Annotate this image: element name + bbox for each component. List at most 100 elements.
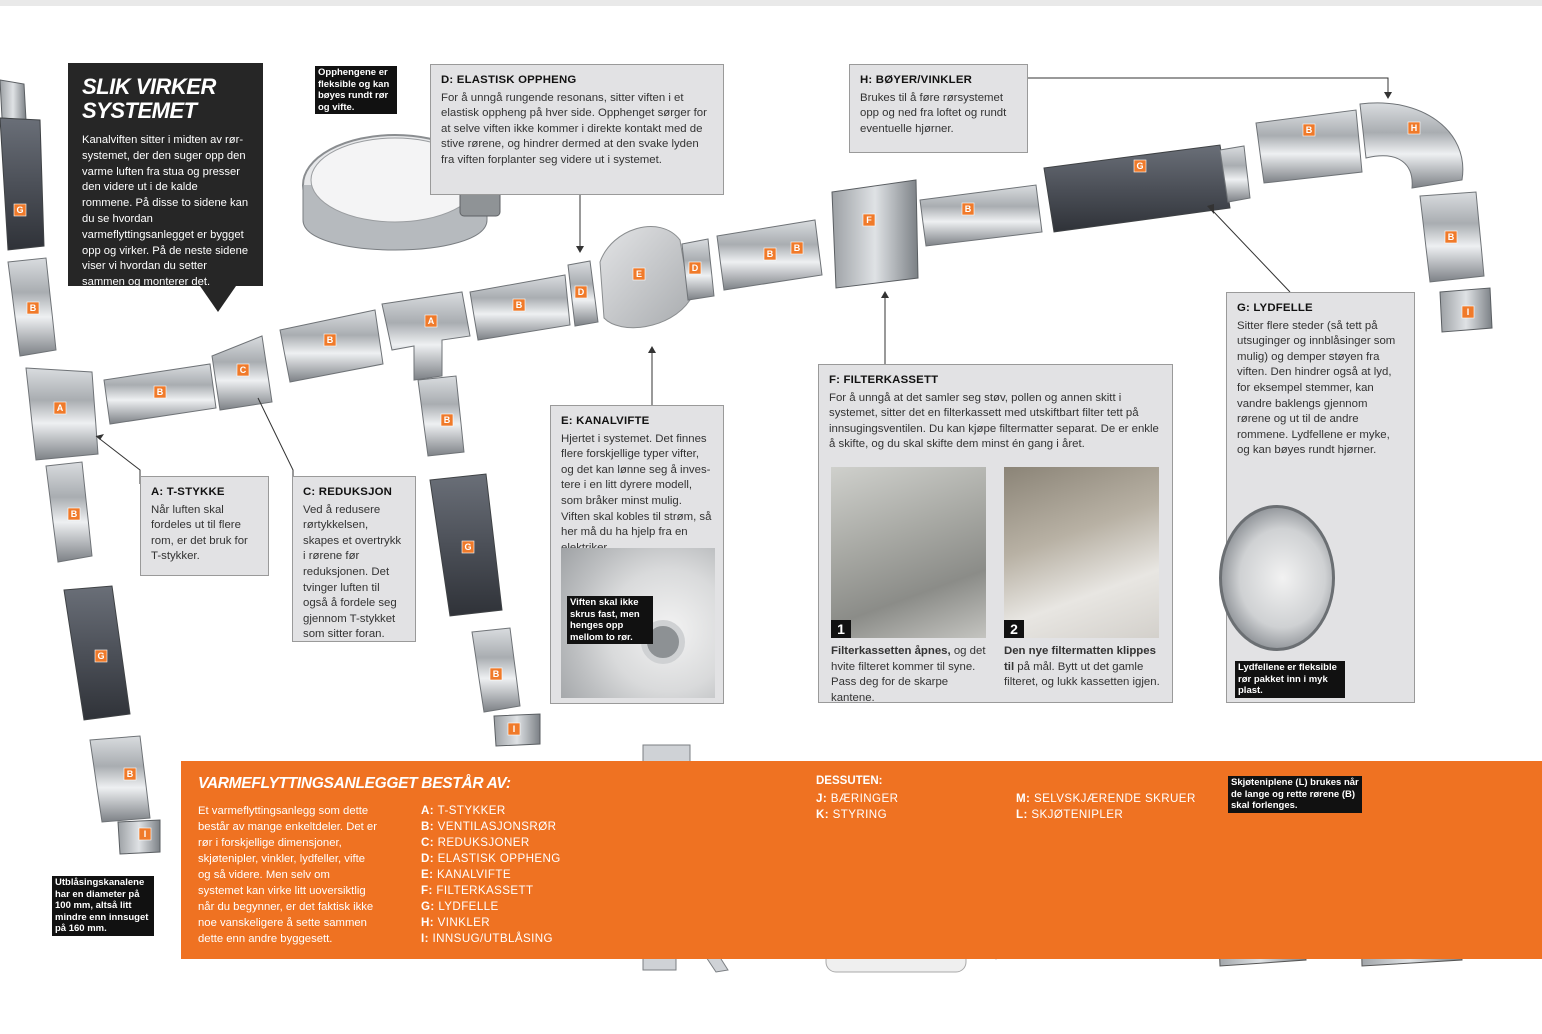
filter-caption-2: Den nye filtermatten klippes til på mål.… bbox=[1004, 644, 1164, 691]
svg-text:B: B bbox=[965, 204, 972, 214]
legend-key: C: bbox=[421, 836, 438, 849]
callout-e-title: E: KANALVIFTE bbox=[561, 415, 650, 427]
svg-text:B: B bbox=[157, 387, 164, 397]
filter-caption-2-bold: Den nye filtermatten klippes til bbox=[1004, 645, 1156, 673]
filter-photo-1-number: 1 bbox=[831, 620, 851, 638]
main-duct-run bbox=[103, 102, 1493, 425]
part-label-d: D bbox=[574, 285, 588, 299]
part-label-g: G bbox=[1133, 159, 1147, 173]
svg-text:I: I bbox=[144, 829, 147, 839]
legend-key: I: bbox=[421, 932, 433, 945]
callout-c: C: REDUKSJON Ved å redusere rørtykkelsen… bbox=[292, 476, 416, 642]
part-label-d: D bbox=[688, 261, 702, 275]
callout-c-title: C: REDUKSJON bbox=[303, 486, 393, 498]
svg-text:A: A bbox=[428, 316, 435, 326]
part-label-g: G bbox=[461, 540, 475, 554]
svg-text:F: F bbox=[866, 215, 872, 225]
note-skjoteniple: Skjøteniplene (L) brukes når de lange og… bbox=[1228, 776, 1362, 813]
intro-text: Kanalviften sitter i midten av rør­syste… bbox=[82, 134, 249, 289]
svg-text:I: I bbox=[1467, 307, 1470, 317]
intro-title-line1: SLIK VIRKER bbox=[82, 74, 216, 99]
svg-text:B: B bbox=[493, 669, 500, 679]
legend-key: E: bbox=[421, 868, 438, 881]
legend-item: G: LYDFELLE bbox=[421, 899, 561, 915]
dessuten-label: SELVSKJÆRENDE SKRUER bbox=[1033, 792, 1196, 805]
legend-label: T-STYKKER bbox=[437, 804, 506, 817]
legend-item: I: INNSUG/UTBLÅSING bbox=[421, 931, 561, 947]
dessuten-key: M: bbox=[1016, 792, 1034, 805]
part-label-f: F bbox=[862, 213, 876, 227]
legend-key: A: bbox=[421, 804, 438, 817]
svg-text:B: B bbox=[1306, 125, 1313, 135]
legend-item: D: ELASTISK OPPHENG bbox=[421, 851, 561, 867]
part-label-b: B bbox=[153, 385, 167, 399]
callout-e: E: KANALVIFTE Hjertet i systemet. Det fi… bbox=[550, 405, 724, 704]
dessuten-title: DESSUTEN: bbox=[816, 775, 883, 787]
part-label-b: B bbox=[1302, 123, 1316, 137]
legend-key: D: bbox=[421, 852, 438, 865]
sound-trap-photo bbox=[1219, 485, 1415, 665]
note-utblasing: Utblåsingskanalene har en diameter på 10… bbox=[52, 876, 154, 936]
callout-f-title: F: FILTERKASSETT bbox=[829, 374, 939, 386]
legend-label: VENTILASJONSRØR bbox=[437, 820, 557, 833]
part-label-i: I bbox=[507, 722, 521, 736]
dessuten-legend-2: M: SELVSKJÆRENDE SKRUER L: SKJØTENIPLER bbox=[1016, 791, 1196, 822]
dessuten-label: STYRING bbox=[832, 807, 887, 821]
legend-key: B: bbox=[421, 820, 438, 833]
legend-item: F: FILTERKASSETT bbox=[421, 883, 561, 899]
middle-duct-run bbox=[417, 375, 541, 747]
intro-pointer bbox=[200, 286, 236, 312]
top-rule bbox=[0, 0, 1542, 6]
part-label-b: B bbox=[26, 301, 40, 315]
part-label-c: C bbox=[236, 363, 250, 377]
part-label-b: B bbox=[323, 333, 337, 347]
legend-label: KANALVIFTE bbox=[437, 868, 512, 881]
callout-a-title: A: T-STYKKE bbox=[151, 486, 225, 498]
filter-caption-2-text: på mål. Bytt ut det gamle filteret, og l… bbox=[1004, 660, 1160, 689]
svg-text:H: H bbox=[1411, 123, 1418, 133]
legend-item: A: T-STYKKER bbox=[421, 803, 561, 819]
callout-h-title: H: BØYER/VINKLER bbox=[860, 74, 973, 86]
callout-d-title: D: ELASTISK OPPHENG bbox=[441, 74, 577, 86]
intro-title: SLIK VIRKER SYSTEMET bbox=[82, 75, 249, 123]
dessuten-item: L: SKJØTENIPLER bbox=[1016, 807, 1196, 823]
svg-text:A: A bbox=[57, 403, 64, 413]
part-label-i: I bbox=[1461, 305, 1475, 319]
intro-title-line2: SYSTEMET bbox=[82, 98, 197, 123]
callout-h: H: BØYER/VINKLER Brukes til å føre rørsy… bbox=[849, 64, 1028, 153]
note-lydfelle: Lydfellene er fleksible rør pakket inn i… bbox=[1235, 661, 1345, 698]
leader-arrows bbox=[96, 92, 1392, 440]
callout-e-text: Hjertet i systemet. Det finnes flere for… bbox=[561, 432, 712, 554]
band-text: Et varmeflyttingsanlegg som dette består… bbox=[198, 805, 377, 945]
legend-item: B: VENTILASJONSRØR bbox=[421, 819, 561, 835]
svg-text:B: B bbox=[30, 303, 37, 313]
svg-text:C: C bbox=[240, 365, 247, 375]
part-label-b: B bbox=[763, 247, 777, 261]
part-label-b: B bbox=[67, 507, 81, 521]
svg-text:G: G bbox=[1136, 161, 1143, 171]
legend-key: H: bbox=[421, 916, 438, 929]
filter-caption-1-text: og det hvite filteret kommer til syne. P… bbox=[831, 645, 986, 704]
legend-item: C: REDUKSJONER bbox=[421, 835, 561, 851]
part-label-b: B bbox=[961, 202, 975, 216]
part-label-b: B bbox=[489, 667, 503, 681]
band-title: VARMEFLYTTINGSANLEGGET BESTÅR AV: bbox=[198, 775, 511, 792]
dessuten-key: J: bbox=[816, 792, 831, 805]
svg-text:B: B bbox=[794, 243, 801, 253]
svg-text:B: B bbox=[516, 300, 523, 310]
callout-d-text: For å unngå rungende resonans, sitter vi… bbox=[441, 91, 707, 166]
filter-photo-1: 1 bbox=[831, 467, 986, 638]
dessuten-label: BÆRINGER bbox=[830, 792, 899, 805]
svg-text:G: G bbox=[464, 542, 471, 552]
callout-g-text: Sitter flere steder (så tett på utsuging… bbox=[1237, 319, 1396, 457]
callout-c-text: Ved å redusere rørtykkelsen, skapes et o… bbox=[303, 503, 402, 641]
legend-item: E: KANALVIFTE bbox=[421, 867, 561, 883]
svg-text:B: B bbox=[1448, 232, 1455, 242]
part-label-i: I bbox=[138, 827, 152, 841]
part-label-a: A bbox=[424, 314, 438, 328]
legend-label: INNSUG/UTBLÅSING bbox=[432, 932, 553, 945]
legend-label: FILTERKASSETT bbox=[436, 884, 534, 897]
svg-text:B: B bbox=[444, 415, 451, 425]
